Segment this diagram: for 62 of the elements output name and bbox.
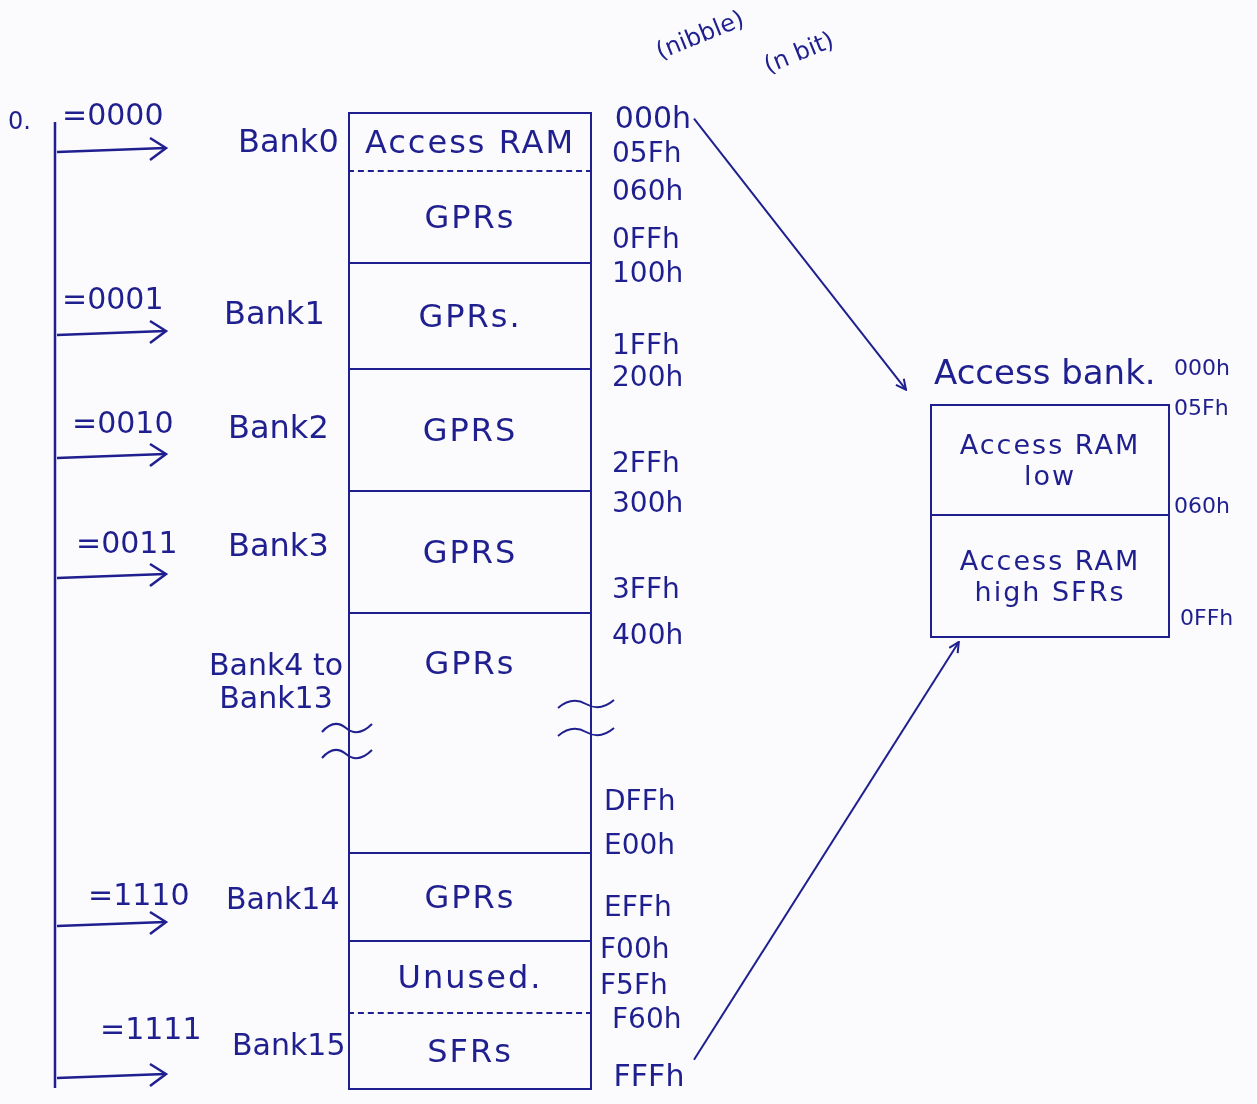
memory-region: [348, 170, 592, 262]
address-label: FFFh: [613, 1057, 685, 1093]
address-label: 060h: [612, 176, 684, 207]
address-label: F5Fh: [600, 970, 668, 1001]
address-label: 000h: [1174, 356, 1230, 381]
memory-region: [930, 514, 1170, 638]
region-label: GPRs.: [418, 297, 522, 335]
memory-region: [348, 112, 592, 170]
memory-region: [348, 612, 592, 852]
address-label: 0FFh: [1180, 606, 1234, 631]
address-label: F60h: [612, 1004, 682, 1035]
memory-region: [348, 368, 592, 490]
arrow: [693, 117, 907, 391]
region-label: GPRs: [424, 878, 516, 916]
bank-code: =0010: [72, 406, 174, 439]
address-label: 2FFh: [612, 448, 680, 479]
memory-region: [348, 262, 592, 368]
address-label: E00h: [604, 830, 676, 861]
address-label: 3FFh: [612, 574, 680, 605]
address-label: 200h: [612, 362, 684, 393]
memory-region: [348, 852, 592, 940]
bank-name: Bank0: [238, 124, 339, 160]
region-label: Access RAM high SFRs: [958, 545, 1142, 607]
region-label: SFRs: [427, 1032, 513, 1070]
region-label: GPRs: [424, 198, 516, 236]
address-label: 060h: [1174, 494, 1230, 519]
address-label: EFFh: [604, 892, 672, 923]
region-label: Access RAM low: [958, 429, 1142, 491]
axis-label: 0.: [8, 108, 31, 135]
note-text: (n bit): [760, 26, 838, 79]
region-label: GPRS: [422, 411, 518, 449]
address-label: DFFh: [604, 786, 676, 817]
address-label: 400h: [612, 620, 684, 651]
memory-region: [930, 404, 1170, 514]
address-label: F00h: [600, 934, 670, 965]
bank-code: =0011: [76, 526, 178, 559]
address-label: 1FFh: [612, 330, 680, 361]
arrow: [693, 641, 960, 1061]
bank-name: Bank2: [228, 410, 329, 446]
bank-name: Bank1: [224, 296, 325, 332]
bank-code: =0000: [62, 98, 164, 131]
bank-name: Bank14: [226, 882, 340, 915]
address-label: 000h: [614, 99, 692, 135]
memory-region: [348, 940, 592, 1012]
bank-name: Bank3: [228, 528, 329, 564]
group-heading: Access bank.: [934, 352, 1156, 392]
bank-code: =1110: [88, 878, 190, 911]
bank-code: =0001: [62, 282, 164, 315]
address-label: 300h: [612, 488, 684, 519]
region-label: Unused.: [397, 958, 543, 996]
memory-region: [348, 1012, 592, 1090]
bank-name: Bank4 to Bank13: [207, 648, 345, 714]
bank-name: Bank15: [232, 1028, 346, 1061]
address-label: 05Fh: [612, 138, 682, 169]
region-label: Access RAM: [364, 123, 576, 161]
region-label: GPRs: [424, 644, 516, 682]
region-label: GPRS: [422, 533, 518, 571]
address-label: 0FFh: [612, 224, 680, 255]
memory-region: [348, 490, 592, 612]
bank-code: =1111: [100, 1012, 202, 1045]
address-label: 100h: [612, 258, 684, 289]
address-label: 05Fh: [1174, 396, 1229, 421]
